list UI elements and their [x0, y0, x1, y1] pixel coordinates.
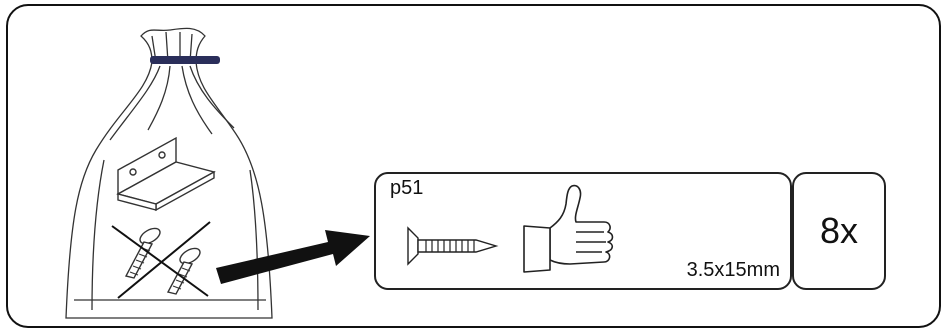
arrow-right-icon	[216, 230, 370, 284]
part-code: p51	[390, 177, 424, 199]
screw-icon	[407, 226, 499, 266]
crossed-out-screws-icon	[111, 221, 211, 299]
quantity-label: 8x	[819, 210, 859, 251]
thumbs-up-icon	[523, 184, 614, 273]
quantity-card: 8x	[792, 172, 886, 290]
part-card: p51 3.5x15mm	[374, 172, 792, 290]
part-size: 3.5x15mm	[686, 259, 780, 281]
bracket-icon	[116, 136, 216, 212]
bag-tie	[150, 56, 220, 64]
